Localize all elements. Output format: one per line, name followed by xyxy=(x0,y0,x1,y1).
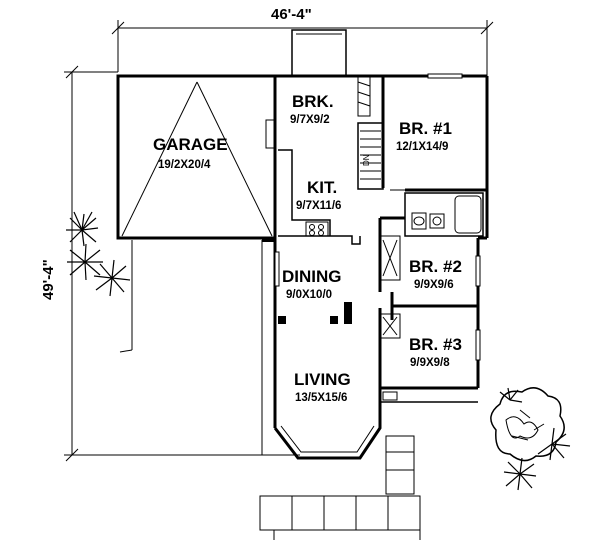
dining-size: 9/0X10/0 xyxy=(286,289,332,301)
bedroom1-name: BR. #1 xyxy=(399,119,452,138)
bedroom2-name: BR. #2 xyxy=(409,257,462,276)
living-size: 13/5X15/6 xyxy=(295,392,347,404)
garage-size: 19/2X20/4 xyxy=(158,159,211,171)
interior-walls: DN xyxy=(265,73,487,403)
kitchen-name: KIT. xyxy=(307,178,337,197)
bedroom2-size: 9/9X9/6 xyxy=(414,279,454,291)
bedroom3-size: 9/9X9/8 xyxy=(410,357,450,369)
shrub-left-middle xyxy=(67,243,103,281)
width-dimension: 46'-4" xyxy=(111,6,494,160)
room-labels: BRK. 9/7X9/2 BR. #1 12/1X14/9 KIT. 9/7X1… xyxy=(282,92,462,404)
dining-name: DINING xyxy=(282,267,342,286)
bedroom3-name: BR. #3 xyxy=(409,335,462,354)
shrub-left-lower xyxy=(93,259,131,297)
breakfast-size: 9/7X9/2 xyxy=(290,114,330,126)
garage: GARAGE 19/2X20/4 xyxy=(116,74,277,455)
front-walkway xyxy=(259,435,421,540)
living-name: LIVING xyxy=(294,370,351,389)
depth-dimension-label: 49'-4" xyxy=(40,259,57,300)
depth-dimension: 49'-4" xyxy=(40,65,300,462)
garage-name: GARAGE xyxy=(153,135,228,154)
kitchen-size: 9/7X11/6 xyxy=(296,200,341,212)
stair-label: DN xyxy=(362,154,371,166)
bedroom1-size: 12/1X14/9 xyxy=(396,141,448,153)
shrub-right-cluster xyxy=(490,387,571,491)
shrub-left-upper xyxy=(66,211,99,247)
breakfast-name: BRK. xyxy=(292,92,334,111)
width-dimension-label: 46'-4" xyxy=(271,6,312,23)
